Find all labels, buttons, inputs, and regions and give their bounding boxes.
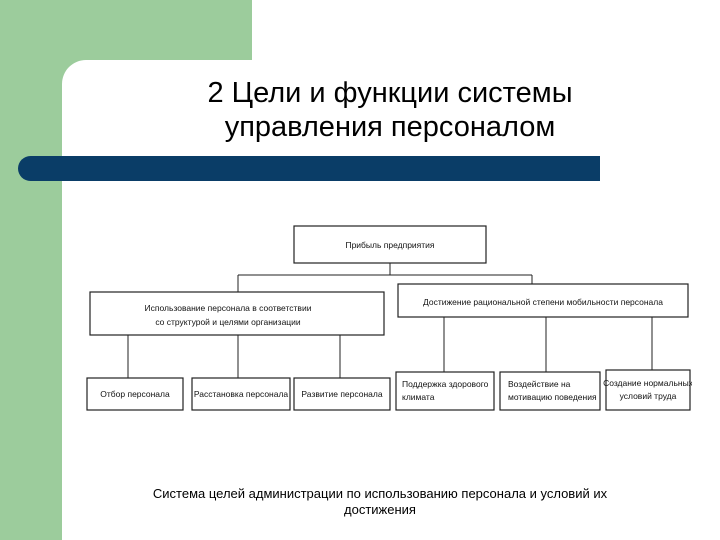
caption-line2: достижения (344, 502, 416, 517)
leaf-working-conditions-label-2: условий труда (620, 391, 677, 401)
caption-line1: Система целей администрации по использов… (152, 486, 608, 501)
node-mobility (397, 283, 689, 318)
slide-title: 2 Цели и функции системы управления перс… (100, 76, 680, 144)
title-underline-bar (18, 156, 600, 181)
connector-lines (127, 263, 653, 378)
slide-title-line2: управления персоналом (224, 111, 556, 143)
leaf-healthy-climate-label-2: климата (402, 392, 435, 402)
leaf-healthy-climate (395, 371, 495, 411)
leaf-motivation-label-1: Воздействие на (508, 379, 571, 389)
leaf-development-label: Развитие персонала (301, 389, 382, 399)
node-mobility-label: Достижение рациональной степени мобильно… (423, 297, 663, 307)
node-root-label: Прибыль предприятия (345, 240, 434, 250)
leaf-working-conditions (605, 369, 691, 411)
leaf-placement-label: Расстановка персонала (194, 389, 289, 399)
leaf-motivation-label-2: мотивацию поведения (508, 392, 597, 402)
leaf-development (293, 377, 391, 411)
green-side-strip (0, 0, 62, 540)
leaf-motivation (499, 371, 601, 411)
node-root (293, 225, 487, 264)
node-use-of-personnel-label-1: Использование персонала в соответствии (145, 303, 312, 313)
diagram-caption: Система целей администрации по использов… (60, 486, 700, 518)
leaf-healthy-climate-label-1: Поддержка здорового (402, 379, 489, 389)
leaf-working-conditions-label-1: Создание нормальных (603, 378, 692, 388)
leaf-selection-label: Отбор персонала (100, 389, 170, 399)
leaf-selection (86, 377, 184, 411)
node-use-of-personnel (89, 291, 385, 336)
goals-tree-diagram: Прибыль предприятия Использование персон… (86, 225, 692, 411)
leaf-placement (191, 377, 291, 411)
node-use-of-personnel-label-2: со структурой и целями организации (155, 317, 301, 327)
slide-title-line1: 2 Цели и функции системы (207, 77, 573, 109)
